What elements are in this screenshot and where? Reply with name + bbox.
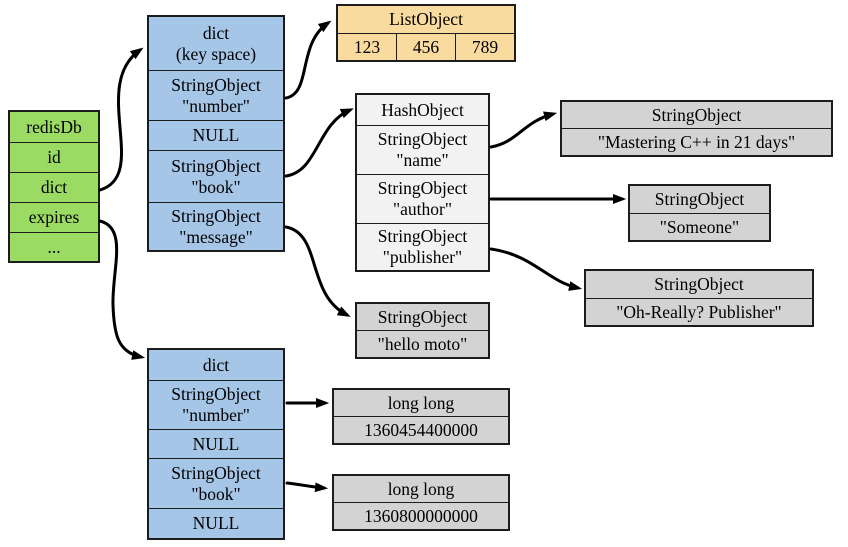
node-longlong-number: long long 1360454400000 (332, 388, 510, 445)
dict-keyspace-key-number: StringObject "number" (149, 70, 283, 120)
longlong-number-value: 1360454400000 (334, 416, 508, 443)
string-hellomoto-value: "hello moto" (357, 330, 488, 357)
listobject-item-1: 456 (396, 34, 455, 60)
string-someone-value: "Someone" (630, 213, 769, 240)
listobject-item-2: 789 (455, 34, 514, 60)
string-ohreally-title: StringObject (654, 274, 744, 295)
arrow-publisher-to-ohreally (489, 247, 583, 291)
longlong-book-value: 1360800000000 (334, 502, 508, 529)
dict-keyspace-title: dict (key space) (175, 22, 257, 64)
node-string-hellomoto: StringObject "hello moto" (355, 302, 490, 359)
arrow-message-to-hellomoto (284, 225, 351, 317)
arrow-expbook-to-longlong (285, 481, 329, 493)
node-listobject: ListObject 123 456 789 (336, 4, 516, 62)
redisdb-title: redisDb (26, 116, 82, 137)
redisdb-field-expires: expires (10, 202, 98, 232)
string-mastering-title: StringObject (651, 104, 742, 125)
dict-expires-key-number: StringObject "number" (149, 380, 283, 429)
dict-keyspace-key-book: StringObject "book" (149, 150, 283, 202)
node-string-ohreally: StringObject "Oh-Really? Publisher" (584, 269, 814, 327)
node-hashobject: HashObject StringObject "name" StringObj… (355, 93, 490, 272)
listobject-item-0: 123 (353, 36, 381, 57)
dict-expires-title: dict (202, 354, 230, 375)
arrow-expires-to-dict (98, 219, 146, 360)
arrow-dict-to-keyspace (98, 47, 144, 192)
hashobject-field-publisher: StringObject "publisher" (357, 223, 488, 270)
redisdb-field-ellipsis: ... (10, 232, 98, 261)
longlong-book-title: long long (387, 478, 455, 499)
dict-expires-key-book: StringObject "book" (149, 458, 283, 508)
listobject-title: ListObject (389, 9, 463, 30)
redisdb-field-dict: dict (10, 172, 98, 202)
string-mastering-value: "Mastering C++ in 21 days" (562, 128, 831, 155)
dict-keyspace-key-message: StringObject "message" (149, 202, 283, 250)
dict-keyspace-null: NULL (149, 120, 283, 150)
string-someone-title: StringObject (654, 189, 745, 210)
hashobject-title: HashObject (381, 99, 464, 120)
longlong-number-title: long long (387, 392, 455, 413)
node-dict-expires: dict StringObject "number" NULL StringOb… (147, 348, 285, 540)
arrow-book-to-hashobject (284, 108, 354, 178)
hashobject-field-author: StringObject "author" (357, 174, 488, 223)
node-redisdb: redisDb id dict expires ... (8, 110, 100, 263)
redisdb-field-id: id (10, 142, 98, 172)
node-dict-keyspace: dict (key space) StringObject "number" N… (147, 15, 285, 252)
dict-expires-null-1: NULL (149, 429, 283, 458)
arrow-number-to-listobject (284, 20, 332, 100)
string-hellomoto-title: StringObject (377, 306, 468, 327)
hashobject-field-name: StringObject "name" (357, 125, 488, 174)
node-longlong-book: long long 1360800000000 (332, 474, 510, 531)
node-string-mastering: StringObject "Mastering C++ in 21 days" (560, 100, 833, 157)
arrow-name-to-mastering (489, 111, 558, 149)
node-string-someone: StringObject "Someone" (628, 184, 771, 242)
dict-expires-null-2: NULL (149, 508, 283, 538)
string-ohreally-value: "Oh-Really? Publisher" (586, 298, 812, 325)
